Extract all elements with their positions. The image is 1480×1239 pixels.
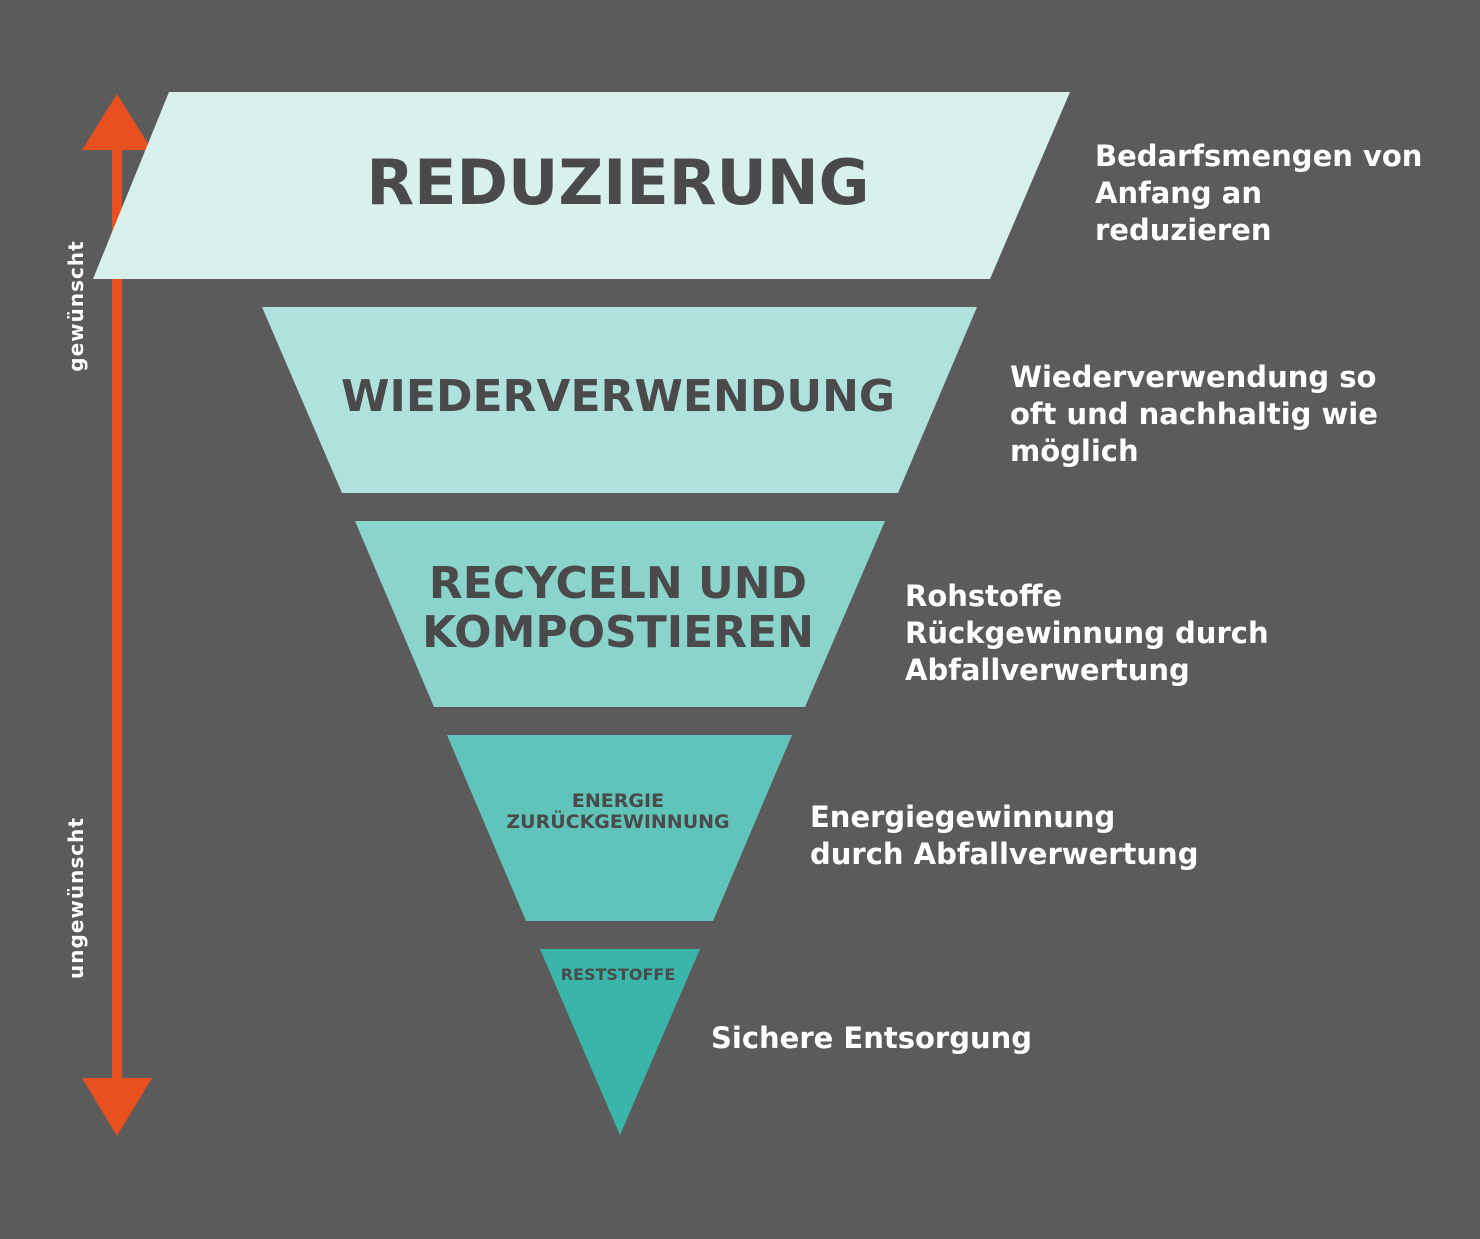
axis-label-desired: gewünscht xyxy=(64,240,88,372)
layer-description-energy-recovery: Energiegewinnung durch Abfallverwertung xyxy=(810,800,1199,871)
layer-description-reduction: Bedarfsmengen von Anfang an reduzieren xyxy=(1095,139,1423,247)
arrow-up-head-icon xyxy=(82,94,152,150)
layer-title: ENERGIE ZURÜCKGEWINNUNG xyxy=(506,789,730,833)
layer-shape-recycling xyxy=(355,521,885,707)
layer-shape-energy-recovery xyxy=(447,735,792,921)
arrow-down-head-icon xyxy=(82,1078,152,1136)
layer-shape-residuals xyxy=(540,949,700,1135)
layer-title: REDUZIERUNG xyxy=(366,146,870,220)
layer-recycling: RECYCELN UND KOMPOSTIEREN xyxy=(388,538,848,678)
layer-description-recycling: Rohstoffe Rückgewinnung durch Abfallverw… xyxy=(905,579,1269,687)
layer-energy-recovery: ENERGIE ZURÜCKGEWINNUNG xyxy=(478,772,758,852)
priority-arrow-icon xyxy=(82,94,152,1136)
layer-description-reuse: Wiederverwendung so oft und nachhaltig w… xyxy=(1010,360,1378,468)
layer-title: WIEDERVERWENDUNG xyxy=(340,371,896,423)
layer-title: RECYCELN UND KOMPOSTIEREN xyxy=(422,557,814,658)
layer-reuse: WIEDERVERWENDUNG xyxy=(308,337,928,457)
layer-description-residuals: Sichere Entsorgung xyxy=(711,1021,1033,1055)
axis-label-undesired: ungewünscht xyxy=(64,817,88,979)
layer-shape-reuse xyxy=(262,307,977,493)
layer-residuals: RESTSTOFFE xyxy=(538,955,698,995)
inverted-pyramid xyxy=(93,92,1070,1135)
layer-reduction: REDUZIERUNG xyxy=(268,123,968,243)
layer-title: RESTSTOFFE xyxy=(560,965,676,985)
layer-shape-reduction xyxy=(93,92,1070,279)
